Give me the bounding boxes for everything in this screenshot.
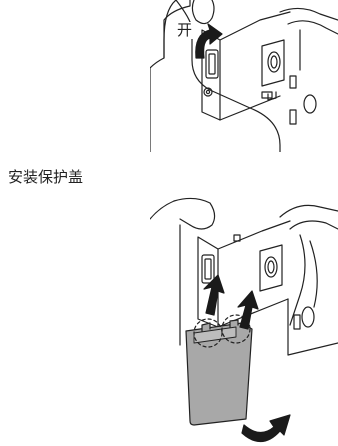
open-label: 开	[175, 21, 195, 39]
install-cover-illustration	[150, 197, 338, 443]
install-cover-caption: 安装保护盖	[8, 168, 84, 186]
open-cover-illustration	[150, 0, 338, 152]
